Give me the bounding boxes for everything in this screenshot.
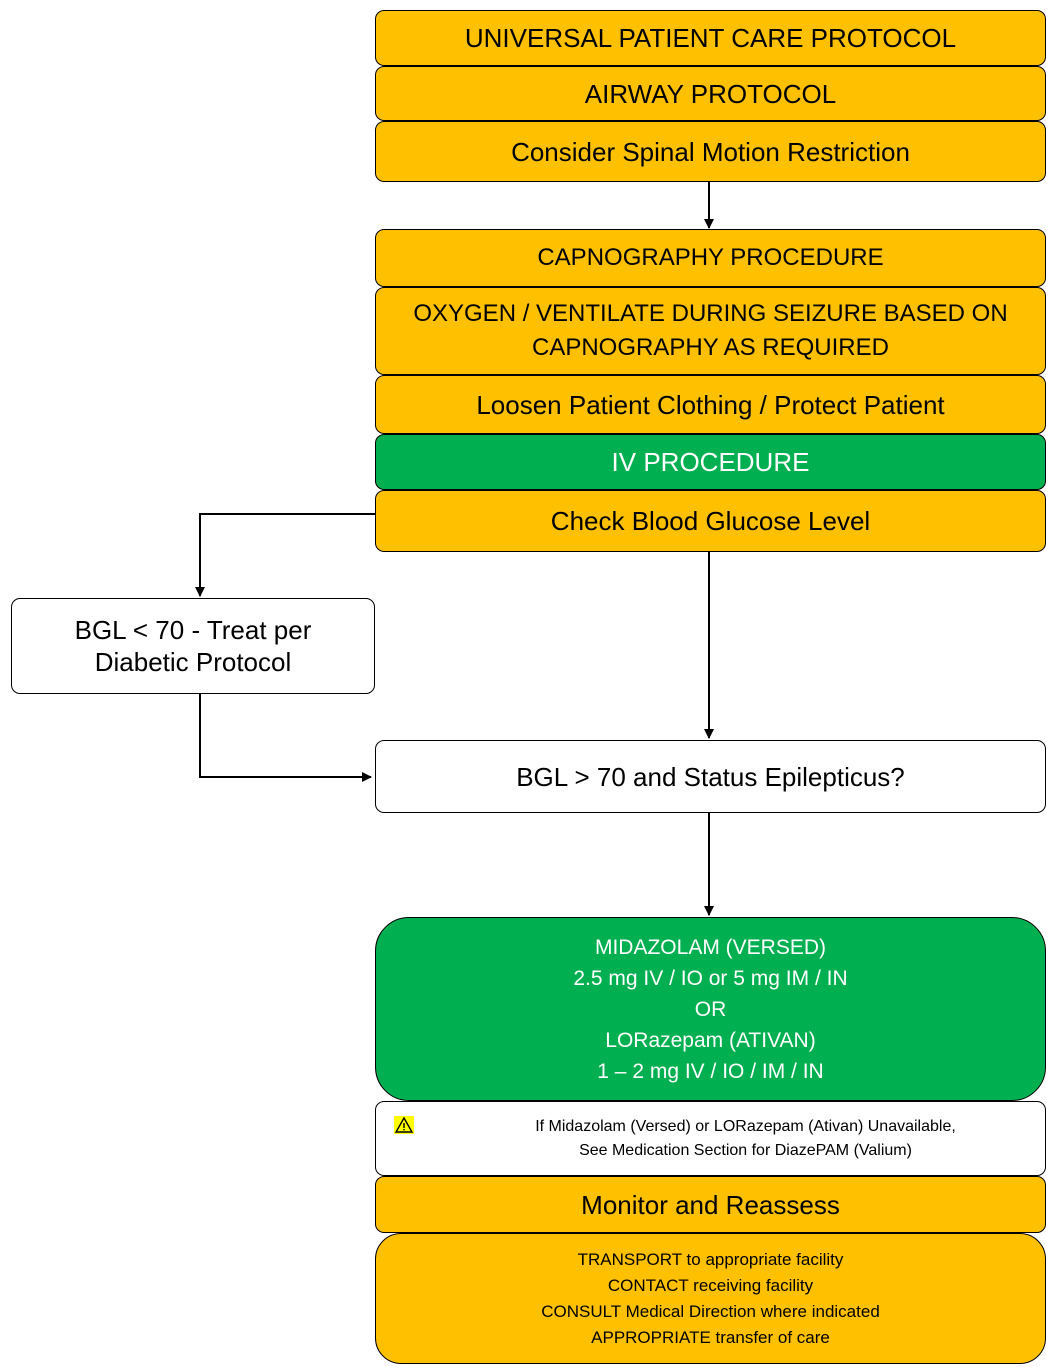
warning-box: If Midazolam (Versed) or LORazepam (Ativ… — [375, 1101, 1046, 1176]
medication-line-2: 2.5 mg IV / IO or 5 mg IM / IN — [573, 966, 848, 990]
universal-patient-care-label: UNIVERSAL PATIENT CARE PROTOCOL — [464, 23, 957, 53]
arrow-bgl-low-to-bgl-high — [199, 694, 372, 782]
transport-line-3: CONSULT Medical Direction where indicate… — [541, 1301, 880, 1321]
arrow-glucose-to-bgl-low — [195, 513, 375, 597]
medication-line-3: OR — [694, 997, 727, 1021]
spinal-motion-label: Consider Spinal Motion Restriction — [511, 136, 910, 167]
check-glucose-label: Check Blood Glucose Level — [550, 506, 871, 536]
capnography-label: CAPNOGRAPHY PROCEDURE — [537, 244, 884, 271]
bgl-low-box: BGL < 70 - Treat per Diabetic Protocol — [11, 598, 375, 694]
oxygen-line-2: CAPNOGRAPHY AS REQUIRED — [532, 334, 889, 361]
capnography-box: CAPNOGRAPHY PROCEDURE — [375, 229, 1046, 287]
oxygen-line-1: OXYGEN / VENTILATE DURING SEIZURE BASED … — [413, 300, 1008, 327]
warning-line-1: If Midazolam (Versed) or LORazepam (Ativ… — [535, 1117, 956, 1135]
universal-patient-care-box: UNIVERSAL PATIENT CARE PROTOCOL — [375, 10, 1046, 66]
iv-procedure-box: IV PROCEDURE — [375, 434, 1046, 490]
warning-line-2: See Medication Section for DiazePAM (Val… — [579, 1141, 912, 1159]
monitor-reassess-box: Monitor and Reassess — [375, 1176, 1046, 1233]
medication-line-5: 1 – 2 mg IV / IO / IM / IN — [597, 1059, 824, 1083]
bgl-high-label: BGL > 70 and Status Epilepticus? — [516, 761, 905, 792]
medication-box: MIDAZOLAM (VERSED) 2.5 mg IV / IO or 5 m… — [375, 917, 1046, 1101]
medication-line-4: LORazepam (ATIVAN) — [605, 1028, 816, 1052]
oxygen-ventilate-box: OXYGEN / VENTILATE DURING SEIZURE BASED … — [375, 287, 1046, 375]
spinal-motion-box: Consider Spinal Motion Restriction — [375, 121, 1046, 182]
loosen-clothing-box: Loosen Patient Clothing / Protect Patien… — [375, 375, 1046, 434]
check-glucose-box: Check Blood Glucose Level — [375, 490, 1046, 552]
loosen-clothing-label: Loosen Patient Clothing / Protect Patien… — [476, 389, 945, 420]
warning-triangle-icon — [394, 1116, 414, 1139]
transport-line-4: APPROPRIATE transfer of care — [591, 1327, 830, 1347]
transport-box: TRANSPORT to appropriate facility CONTAC… — [375, 1233, 1046, 1364]
transport-line-2: CONTACT receiving facility — [607, 1275, 814, 1295]
transport-line-1: TRANSPORT to appropriate facility — [577, 1249, 844, 1269]
bgl-high-decision-box: BGL > 70 and Status Epilepticus? — [375, 740, 1046, 813]
bgl-low-line-1: BGL < 70 - Treat per — [74, 615, 312, 645]
monitor-reassess-label: Monitor and Reassess — [581, 1189, 840, 1220]
airway-protocol-box: AIRWAY PROTOCOL — [375, 66, 1046, 121]
bgl-low-line-2: Diabetic Protocol — [94, 647, 292, 677]
airway-protocol-label: AIRWAY PROTOCOL — [584, 78, 837, 109]
iv-procedure-label: IV PROCEDURE — [611, 447, 810, 477]
medication-line-1: MIDAZOLAM (VERSED) — [594, 935, 827, 959]
